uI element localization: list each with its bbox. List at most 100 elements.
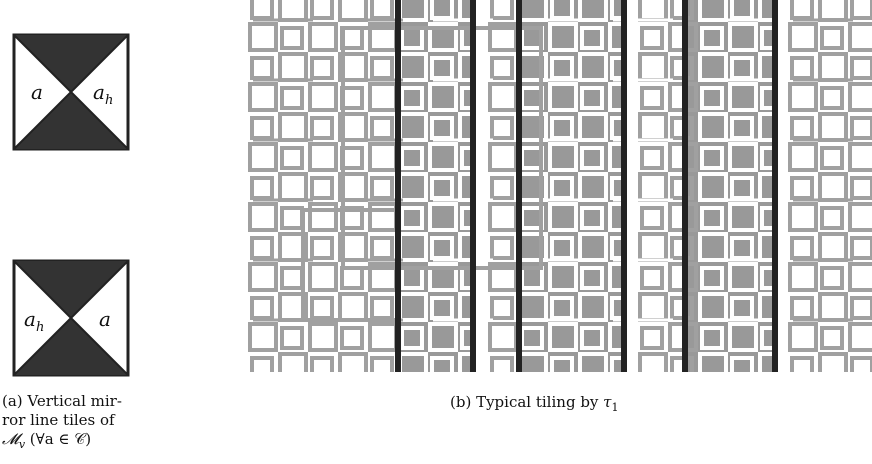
motif-square	[850, 176, 872, 200]
motif-square	[400, 326, 424, 350]
motif-square	[820, 266, 844, 290]
motif-square	[790, 356, 814, 372]
motif-square	[730, 236, 754, 260]
motif-square	[548, 82, 578, 112]
motif-square	[820, 206, 844, 230]
motif-square	[340, 266, 364, 290]
motif-square	[640, 326, 664, 350]
motif-square	[580, 86, 604, 110]
motif-square	[850, 236, 872, 260]
motif-square	[580, 146, 604, 170]
motif-square	[400, 146, 424, 170]
motif-square	[700, 326, 724, 350]
motif-square	[730, 116, 754, 140]
motif-square	[640, 146, 664, 170]
motif-square	[848, 202, 872, 232]
motif-square	[728, 82, 758, 112]
motif-square	[640, 86, 664, 110]
motif-square	[280, 86, 304, 110]
motif-square	[488, 142, 518, 172]
motif-square	[370, 236, 394, 260]
motif-square	[700, 146, 724, 170]
motif-square	[730, 356, 754, 372]
motif-square	[430, 296, 454, 320]
motif-square	[490, 296, 514, 320]
motif-square	[548, 262, 578, 292]
tiling-diagram	[248, 0, 872, 372]
caption-a-line3: 𝓜v (∀a ∈ 𝒞)	[2, 430, 92, 451]
motif-square	[550, 116, 574, 140]
motif-square	[848, 82, 872, 112]
black-boundary-bar	[621, 0, 627, 372]
motif-square	[248, 22, 278, 52]
motif-square	[700, 206, 724, 230]
motif-square	[638, 112, 668, 142]
motif-square	[820, 26, 844, 50]
motif-square	[850, 116, 872, 140]
motif-square	[248, 262, 278, 292]
motif-square	[370, 356, 394, 372]
motif-square	[550, 0, 574, 20]
motif-square	[788, 322, 818, 352]
motif-square	[368, 202, 398, 232]
motif-square	[370, 176, 394, 200]
motif-square	[370, 296, 394, 320]
motif-square	[310, 56, 334, 80]
motif-square	[728, 22, 758, 52]
motif-square	[370, 116, 394, 140]
motif-square	[490, 236, 514, 260]
motif-square	[368, 322, 398, 352]
motif-square	[338, 352, 368, 372]
motif-square	[308, 262, 338, 292]
motif-square	[578, 172, 608, 202]
motif-square	[488, 82, 518, 112]
motif-square	[338, 0, 368, 22]
motif-square	[250, 176, 274, 200]
motif-square	[730, 0, 754, 20]
motif-square	[548, 142, 578, 172]
motif-square	[788, 202, 818, 232]
black-boundary-bar	[470, 0, 476, 372]
motif-square	[548, 202, 578, 232]
caption-a-line2: ror line tiles of	[2, 411, 115, 429]
motif-square	[728, 202, 758, 232]
motif-square	[848, 22, 872, 52]
motif-square	[428, 22, 458, 52]
motif-square	[728, 262, 758, 292]
motif-square	[578, 352, 608, 372]
motif-square	[490, 176, 514, 200]
motif-square	[250, 356, 274, 372]
motif-square	[428, 262, 458, 292]
motif-square	[248, 322, 278, 352]
motif-square	[430, 176, 454, 200]
tile-top-right-label: ah	[93, 80, 114, 108]
motif-square	[280, 326, 304, 350]
motif-square	[638, 0, 668, 22]
motif-square	[310, 0, 334, 20]
black-boundary-bar	[772, 0, 778, 372]
motif-square	[248, 142, 278, 172]
motif-square	[550, 236, 574, 260]
tile-top-left-label: a	[31, 80, 43, 104]
motif-square	[550, 176, 574, 200]
motif-square	[248, 82, 278, 112]
motif-square	[548, 322, 578, 352]
motif-square	[578, 52, 608, 82]
motif-square	[550, 296, 574, 320]
tile-top-triangle	[14, 35, 128, 92]
motif-square	[278, 52, 308, 82]
motif-square	[578, 0, 608, 22]
motif-square	[820, 146, 844, 170]
motif-square	[368, 82, 398, 112]
motif-square	[490, 0, 514, 20]
motif-square	[640, 206, 664, 230]
motif-square	[790, 56, 814, 80]
motif-square	[310, 116, 334, 140]
black-boundary-bar	[516, 0, 522, 372]
motif-square	[341, 26, 543, 270]
motif-square	[638, 52, 668, 82]
tile-bottom-left-label: ah	[24, 307, 45, 335]
tile-bottom-triangle	[14, 92, 128, 149]
motif-square	[578, 112, 608, 142]
motif-square	[428, 82, 458, 112]
